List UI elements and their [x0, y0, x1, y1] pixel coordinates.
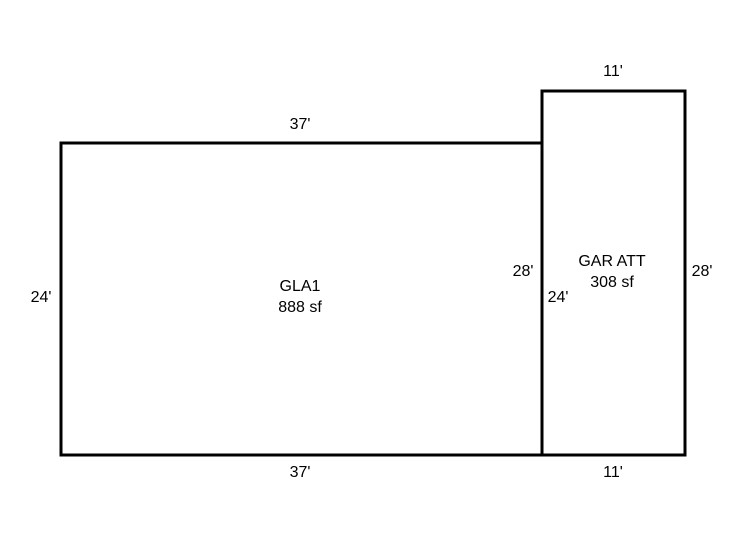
garage-left-dimension: 24': [547, 289, 569, 306]
gla-room-area: 888 sf: [278, 299, 322, 316]
garage-room-area: 308 sf: [590, 274, 634, 291]
garage-room-outline: [540, 89, 687, 457]
garage-room-name: GAR ATT: [578, 253, 646, 270]
garage-top-dimension: 11': [603, 63, 623, 80]
gla-right-dimension: 28': [512, 263, 534, 280]
garage-right-dimension: 28': [691, 263, 713, 280]
gla-bottom-dimension: 37': [289, 464, 311, 481]
gla-left-dimension: 24': [30, 289, 52, 306]
gla-room-name: GLA1: [279, 278, 321, 295]
garage-bottom-dimension: 11': [603, 464, 623, 481]
gla-top-dimension: 37': [289, 116, 311, 133]
